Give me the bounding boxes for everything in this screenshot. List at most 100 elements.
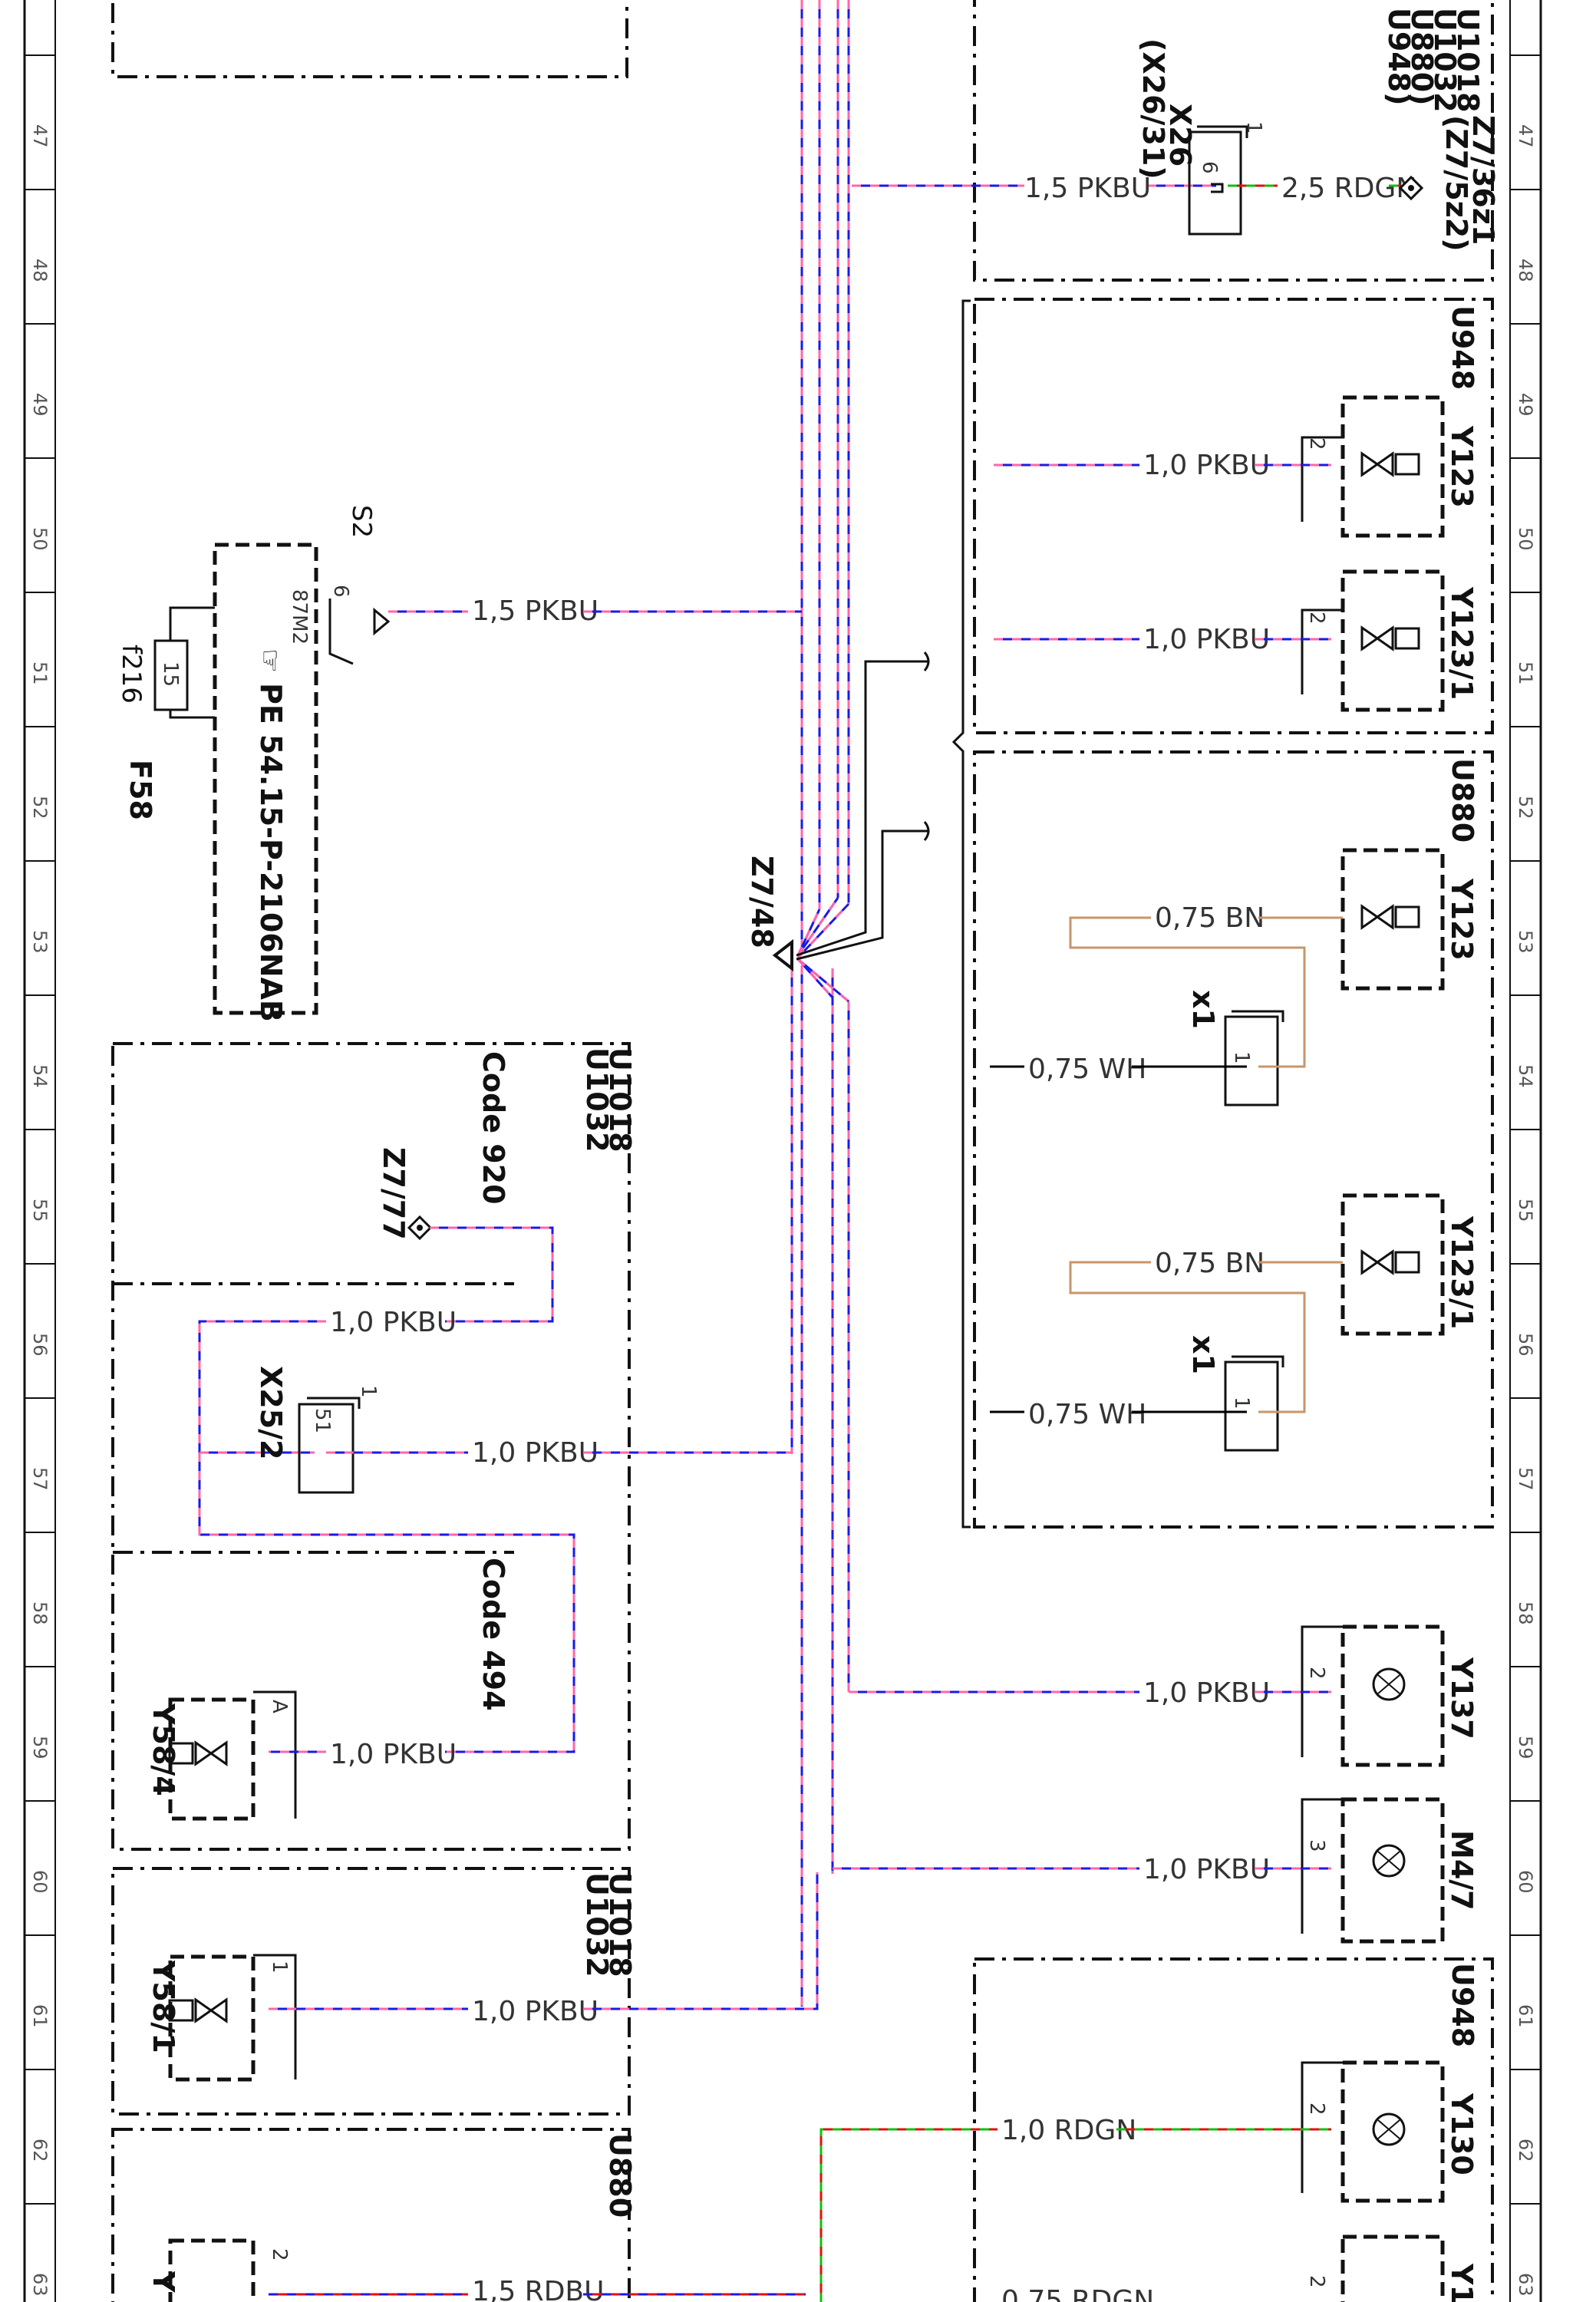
valve-icon bbox=[1360, 625, 1420, 651]
wire-bn-2 bbox=[990, 1261, 1343, 1413]
x26-label: X26 bbox=[1163, 104, 1197, 167]
u948-bottom-box bbox=[973, 1957, 1494, 2302]
y1-partial-label: Y1 bbox=[1445, 2263, 1479, 2302]
black-branch-2 bbox=[796, 821, 930, 961]
x25-2-pin-1: 1 bbox=[357, 1385, 380, 1398]
wire-label-z7-77: 1,0 PKBU bbox=[330, 1307, 457, 1338]
x1-pin-1: 1 bbox=[1230, 1051, 1253, 1064]
y58-4-pinbox bbox=[253, 1690, 297, 1819]
wire-label-y137: 1,0 PKBU bbox=[1143, 1677, 1270, 1709]
m4-7-box bbox=[1340, 1797, 1445, 1944]
valve-icon bbox=[1360, 1249, 1420, 1275]
grid-number: 48 bbox=[29, 259, 51, 282]
grid-number: 52 bbox=[1515, 796, 1536, 820]
s2-arrow bbox=[373, 607, 391, 636]
y130-box bbox=[1340, 2060, 1445, 2203]
y58-1-pin: 1 bbox=[268, 1961, 291, 1974]
x25-2-label: X25/2 bbox=[254, 1366, 288, 1460]
grid-number: 52 bbox=[29, 796, 51, 820]
y123-a-pinbox bbox=[1301, 436, 1344, 522]
grid-number: 48 bbox=[1515, 259, 1536, 282]
x1-connector-2 bbox=[1224, 1355, 1284, 1452]
wire-label-bottom-right: 0,75 RDGN bbox=[1001, 2285, 1154, 2302]
u948-label: U948 bbox=[1446, 305, 1479, 390]
u880-label-bottom: U880 bbox=[603, 2133, 637, 2218]
grid-number: 56 bbox=[29, 1333, 51, 1357]
grid-number: 50 bbox=[29, 527, 51, 551]
z7-77-label: Z7/77 bbox=[377, 1147, 411, 1240]
valve-icon bbox=[168, 1997, 228, 2023]
y123-1-box-a bbox=[1340, 569, 1445, 712]
wire-bn-1 bbox=[990, 916, 1343, 1068]
grid-number: 51 bbox=[1515, 661, 1536, 685]
y123-1-a-pin: 2 bbox=[1305, 612, 1328, 625]
m4-7-label: M4/7 bbox=[1445, 1830, 1479, 1911]
y137-label: Y137 bbox=[1445, 1657, 1479, 1740]
x26-contact bbox=[1211, 183, 1224, 193]
u880-label: U880 bbox=[1446, 758, 1479, 843]
u948-top-group-box bbox=[973, 298, 1494, 734]
y137-pin: 2 bbox=[1305, 1667, 1328, 1680]
pump-icon bbox=[1372, 1667, 1406, 1701]
y123-1-label-b: Y123/1 bbox=[1445, 1215, 1479, 1329]
x1-pin-2: 1 bbox=[1230, 1397, 1253, 1410]
y58-1-pinbox bbox=[253, 1954, 297, 2079]
grid-number: 47 bbox=[29, 124, 51, 148]
y123-1-a-pinbox bbox=[1301, 608, 1344, 694]
s2-pin-6: 6 bbox=[329, 585, 352, 598]
x26-connector bbox=[1188, 125, 1248, 236]
grid-number: 59 bbox=[29, 1736, 51, 1759]
x26-pin: 6 bbox=[1198, 161, 1221, 174]
f216-label: f216 bbox=[116, 645, 147, 704]
harness-bundle bbox=[790, 0, 1216, 2007]
wire-label-wh-1: 0,75 WH bbox=[1028, 1054, 1146, 1085]
grid-number: 62 bbox=[1515, 2139, 1536, 2162]
grid-number: 53 bbox=[29, 930, 51, 954]
motor-icon bbox=[1372, 1844, 1406, 1878]
x1-label-2: x1 bbox=[1186, 1335, 1220, 1374]
wire-label-y123-1-a: 1,0 PKBU bbox=[1143, 624, 1270, 655]
wire-label-y130: 1,0 RDGN bbox=[1001, 2115, 1136, 2146]
grid-number: 56 bbox=[1515, 1333, 1536, 1357]
grid-number: 53 bbox=[1515, 930, 1536, 954]
grid-number: 51 bbox=[29, 661, 51, 685]
grid-number: 60 bbox=[29, 1870, 51, 1894]
code-494-label: Code 494 bbox=[476, 1558, 510, 1711]
y123-1-label-a: Y123/1 bbox=[1445, 586, 1479, 700]
wire-label-y58-1: 1,0 PKBU bbox=[472, 1996, 598, 2027]
u1018-label: U1018 bbox=[603, 1047, 637, 1153]
f58-relay-box bbox=[213, 543, 318, 1015]
valve-icon bbox=[1360, 904, 1420, 930]
wire-label-z7-36: 2,5 RDGN bbox=[1281, 173, 1416, 204]
wire-label-s2: 1,5 PKBU bbox=[472, 595, 598, 627]
wire-z7-77 bbox=[198, 1226, 554, 1454]
y1-partial-box bbox=[1340, 2234, 1445, 2302]
wire-x25-2 bbox=[198, 1451, 792, 1753]
grid-number: 54 bbox=[29, 1064, 51, 1088]
grid-number: 61 bbox=[29, 2004, 51, 2028]
x25-2-pin: 51 bbox=[311, 1408, 334, 1433]
grid-number: 55 bbox=[29, 1199, 51, 1222]
grid-number: 49 bbox=[29, 393, 51, 417]
top-ref-list-2: U1032 bbox=[1428, 8, 1462, 113]
top-ref-list-4: U948) bbox=[1382, 8, 1416, 106]
wire-label-bn-1: 0,75 BN bbox=[1155, 902, 1265, 934]
code-920-label: Code 920 bbox=[476, 1051, 510, 1205]
wire-label-m4-7: 1,0 PKBU bbox=[1143, 1854, 1270, 1885]
grid-number: 58 bbox=[29, 1601, 51, 1625]
u948-label-bottom: U948 bbox=[1446, 1963, 1479, 2047]
grid-number: 49 bbox=[1515, 393, 1536, 417]
u1018-y58-1-box bbox=[111, 1867, 631, 2116]
wire-label-y123-a: 1,0 PKBU bbox=[1143, 450, 1270, 481]
wire-label-bottom-left: 1,5 RDBU bbox=[472, 2276, 604, 2302]
wire-y130 bbox=[819, 2128, 1331, 2302]
y1-partial-pin: 2 bbox=[1305, 2275, 1328, 2288]
s2-label: S2 bbox=[346, 505, 377, 538]
wire-label-x25-2: 1,0 PKBU bbox=[472, 1437, 598, 1469]
z7-36z1-ref: (Z7/5z2) bbox=[1439, 115, 1473, 252]
grid-number: 61 bbox=[1515, 2004, 1536, 2028]
y58-1-label: Y58/1 bbox=[147, 1960, 180, 2053]
y123-1-box-b bbox=[1340, 1193, 1445, 1336]
